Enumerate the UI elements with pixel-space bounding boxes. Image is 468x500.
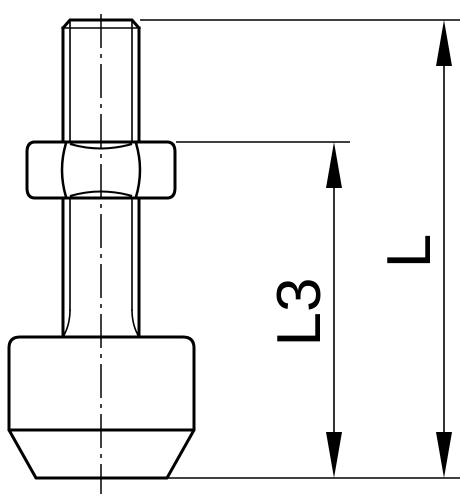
dimension-l3-arrow-bottom <box>326 432 342 478</box>
dimension-l: L <box>375 20 452 478</box>
nut-chamfer-arc-top <box>69 143 133 150</box>
nut-face-right <box>134 142 142 198</box>
base-body <box>7 335 196 432</box>
nut-outline <box>25 140 177 200</box>
dimension-l-arrow-bottom <box>436 432 452 478</box>
stud-thread-runout-right <box>131 309 141 339</box>
dimension-l3: L3 <box>265 142 342 478</box>
dimension-l3-label: L3 <box>265 278 334 347</box>
nut-face-left <box>60 142 68 198</box>
dimension-l3-arrow-top <box>326 142 342 188</box>
dimension-l-label: L <box>375 234 444 268</box>
base-pad <box>7 428 196 480</box>
foot-base <box>7 335 196 480</box>
dimension-l-arrow-top <box>436 20 452 66</box>
extension-lines <box>140 19 460 479</box>
stud-thread-runout-left <box>61 309 71 339</box>
